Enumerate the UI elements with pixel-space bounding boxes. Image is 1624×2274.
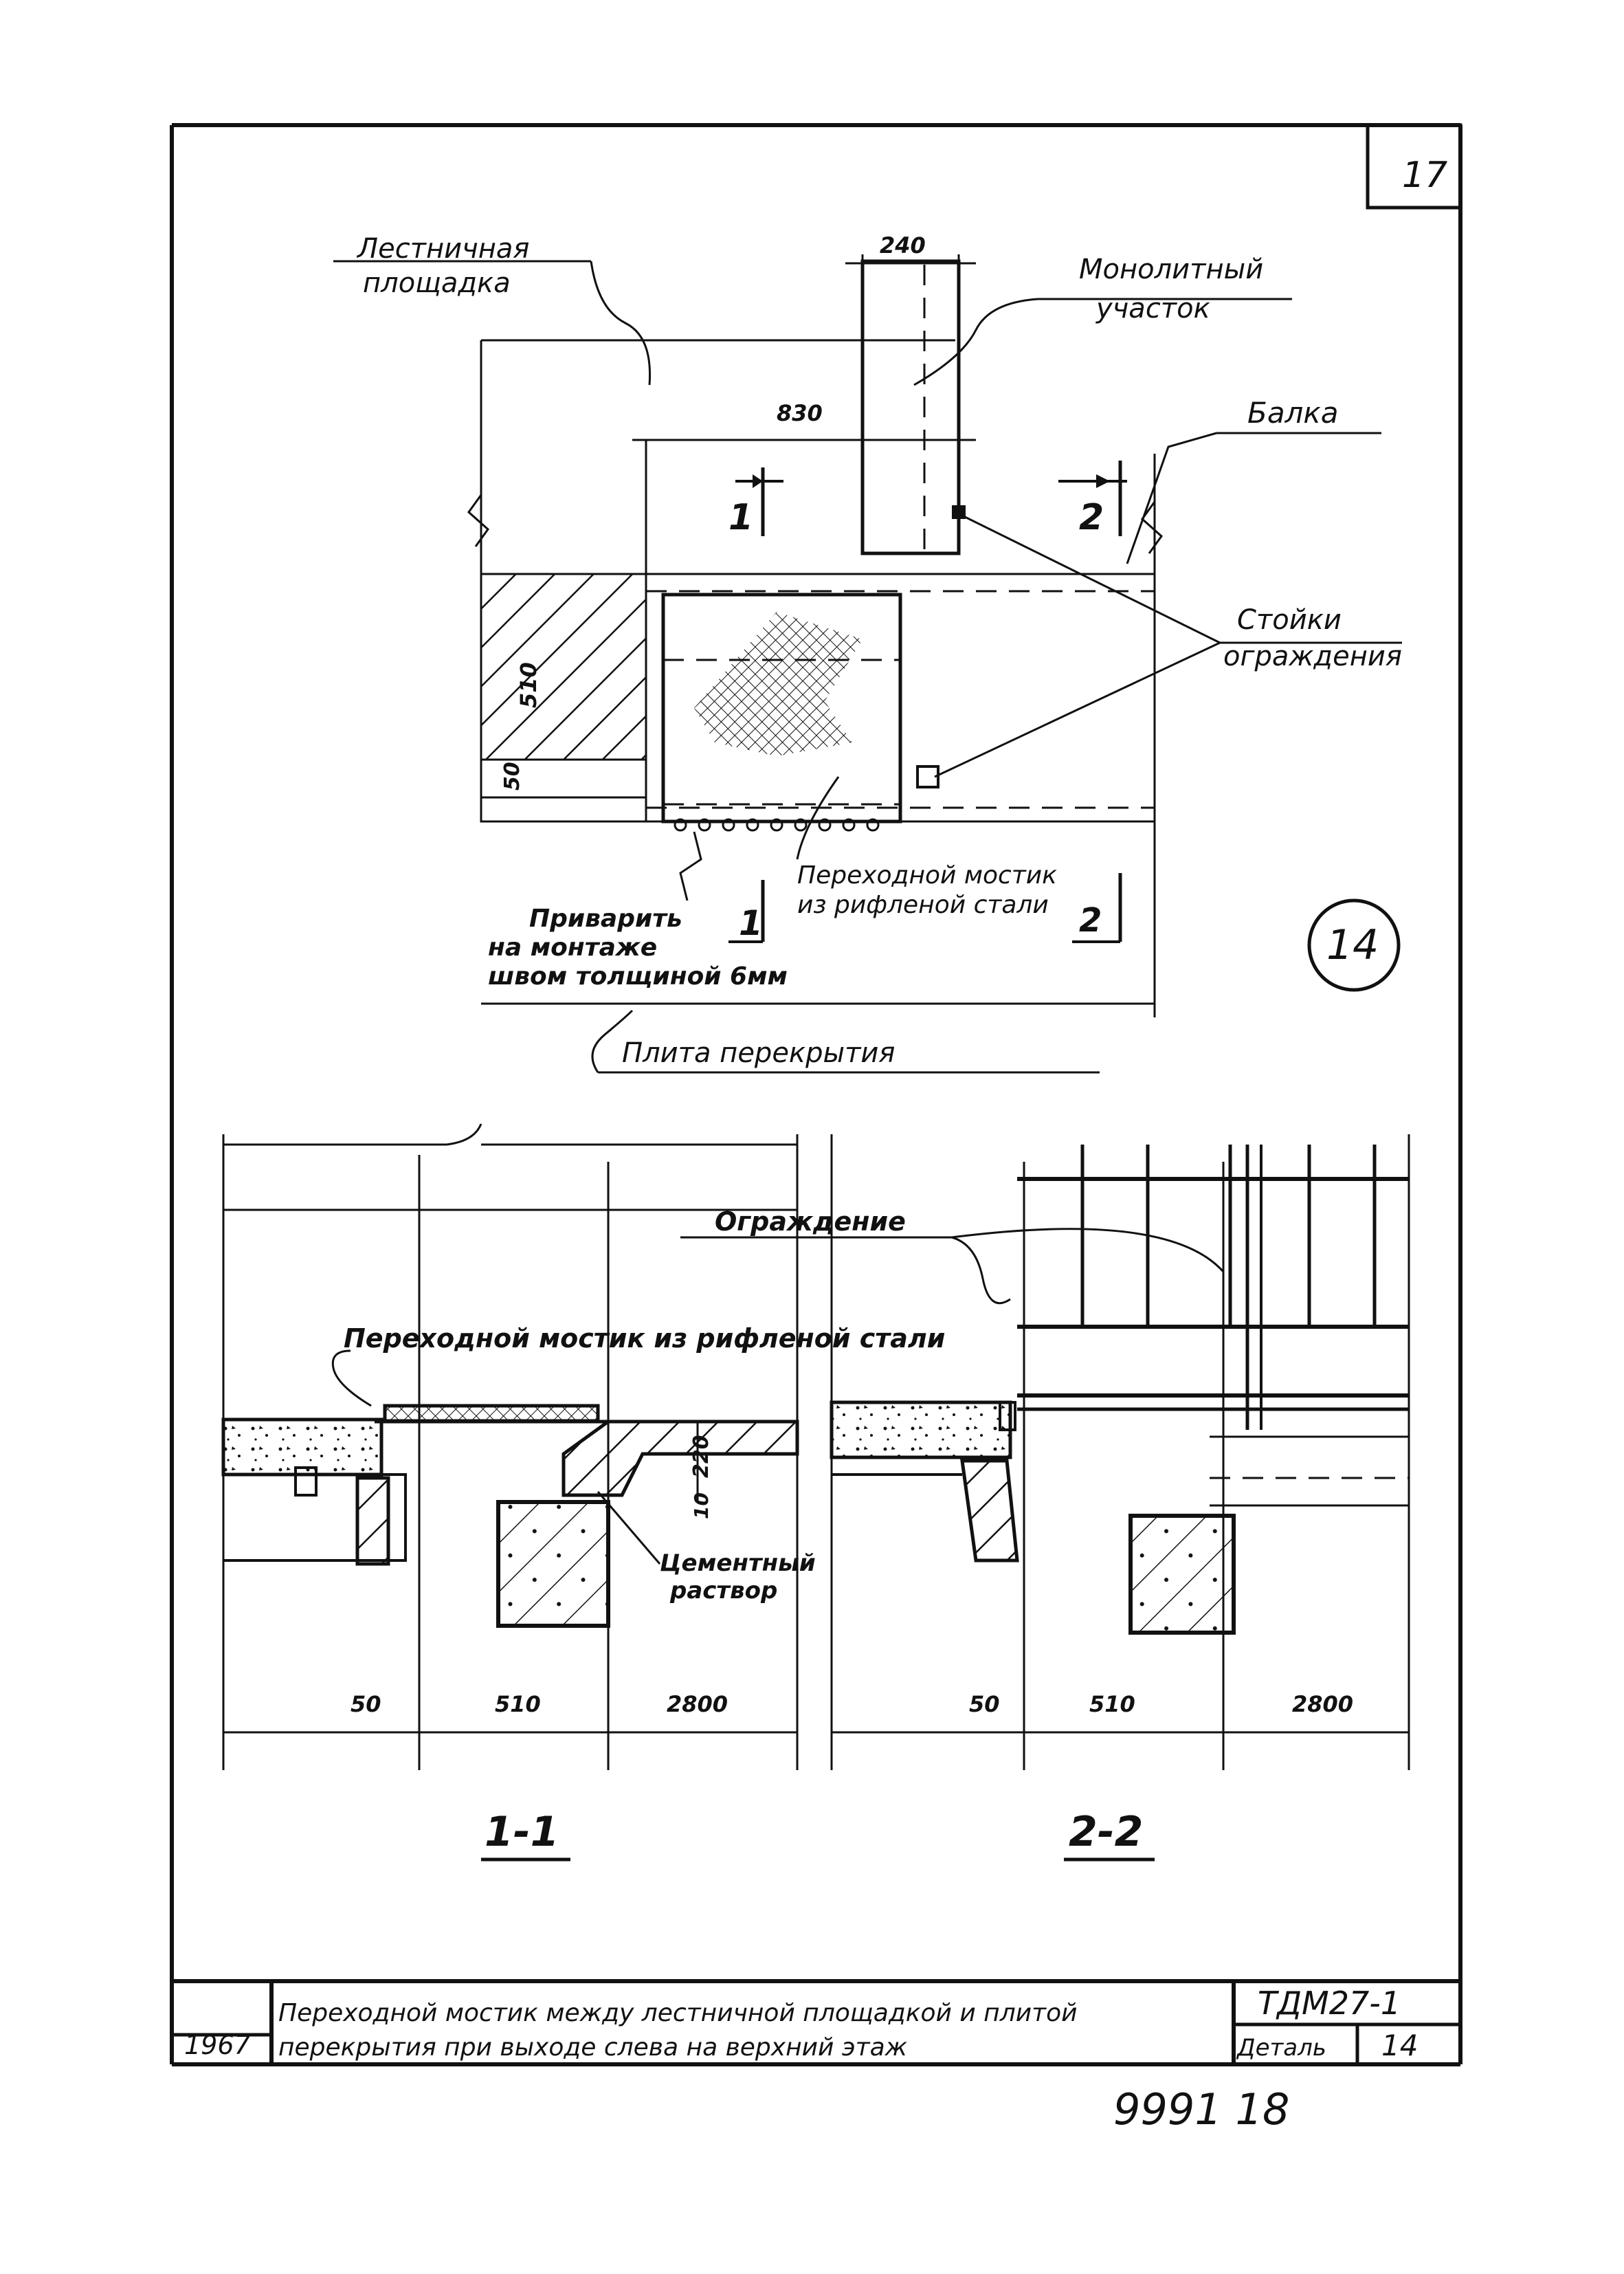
svg-text:1: 1: [728, 497, 753, 538]
year: 1967: [184, 2030, 251, 2060]
plan-wall-hatch: [480, 573, 647, 761]
railing-label: Ограждение: [715, 1206, 906, 1237]
posts-label-2: ограждения: [1223, 641, 1402, 672]
detail-number-circle: 14: [1307, 898, 1401, 992]
document-code: ТДМ27-1: [1258, 1985, 1401, 2022]
dim-830: 830: [777, 400, 823, 426]
dim-2800-s1: 2800: [667, 1691, 728, 1717]
plan-view: 240 830 510 50 1: [333, 232, 1402, 1074]
cut-marker-1-bottom: 1: [728, 880, 765, 943]
mortar-label-1: Цементный: [660, 1549, 816, 1577]
dim-510-plan: 510: [515, 662, 542, 708]
sheet-number-box: 17: [1366, 123, 1462, 210]
bridge-label-1: Переходной мостик: [797, 861, 1057, 890]
landing-label-2: площадка: [363, 267, 511, 299]
dim-240: 240: [880, 232, 926, 258]
monolith-label-2: участок: [1095, 293, 1210, 324]
title-block: 1967 Переходной мостик между лестничной …: [172, 1979, 1460, 2064]
checker-plate-pattern: [694, 612, 863, 756]
bridge-plate-section: [383, 1404, 600, 1423]
svg-text:14: 14: [1326, 921, 1379, 969]
section-1-title: 1-1: [485, 1808, 559, 1856]
landing-slab-section-2: [830, 1400, 1012, 1459]
description-line-2: перекрытия при выходе слева на верхний э…: [278, 2033, 908, 2062]
dim-50-plan: 50: [500, 762, 524, 791]
landing-slab-lower: [223, 1473, 407, 1562]
section-1-1: 220 10 Переходной мостик из рифленой ста…: [221, 1123, 945, 1862]
dim-510-s2: 510: [1089, 1691, 1135, 1717]
weld-bead: [674, 818, 880, 832]
posts-label-1: Стойки: [1237, 604, 1342, 636]
cut-marker-2-top: 2: [1058, 461, 1127, 538]
bridge-label-section: Переходной мостик из рифленой стали: [344, 1323, 945, 1354]
beam-label: Балка: [1247, 396, 1339, 430]
dim-50-s2: 50: [969, 1691, 1000, 1717]
dim-220: 220: [689, 1435, 713, 1478]
cut-marker-1-top: 1: [728, 467, 783, 538]
detail-label: Деталь: [1236, 2034, 1326, 2062]
section-2-2: Ограждение 50 510 2800 2-2: [680, 1134, 1410, 1862]
landing-side-hatch: [355, 1476, 390, 1566]
section-2-title: 2-2: [1069, 1808, 1143, 1856]
landing-edge-hatch-2: [960, 1459, 1019, 1563]
floor-slab-section: [561, 1420, 799, 1497]
monolith-part: [860, 259, 961, 555]
bridge-label-2: из рифленой стали: [797, 891, 1049, 919]
archive-number: 9991 18: [1113, 2084, 1289, 2134]
sheet-frame: [170, 123, 1462, 2066]
weld-label-3: швом толщиной 6мм: [488, 962, 788, 991]
svg-text:2: 2: [1079, 901, 1102, 940]
dim-10: 10: [690, 1492, 713, 1519]
dim-50-s1: 50: [351, 1691, 381, 1717]
railing: [1017, 1145, 1409, 1430]
svg-text:1: 1: [739, 903, 763, 943]
detail-value: 14: [1381, 2029, 1418, 2062]
beam-section: [496, 1500, 610, 1628]
mortar-label-2: раствор: [669, 1577, 777, 1604]
monolith-label-1: Монолитный: [1079, 254, 1263, 285]
svg-text:2: 2: [1079, 497, 1104, 538]
railing-post-bottom: [916, 765, 939, 788]
beam-section-2: [1128, 1514, 1236, 1635]
dim-510-s1: 510: [495, 1691, 541, 1717]
slab-label: Плита перекрытия: [622, 1037, 895, 1069]
dim-2800-s2: 2800: [1292, 1691, 1353, 1717]
description-line-1: Переходной мостик между лестничной площа…: [278, 1999, 1078, 2027]
landing-label-1: Лестничная: [356, 233, 530, 265]
cut-marker-2-bottom: 2: [1072, 873, 1122, 943]
weld-label-2: на монтаже: [488, 934, 657, 962]
sheet-number: 17: [1402, 155, 1447, 196]
weld-label-1: Приварить: [529, 905, 682, 933]
